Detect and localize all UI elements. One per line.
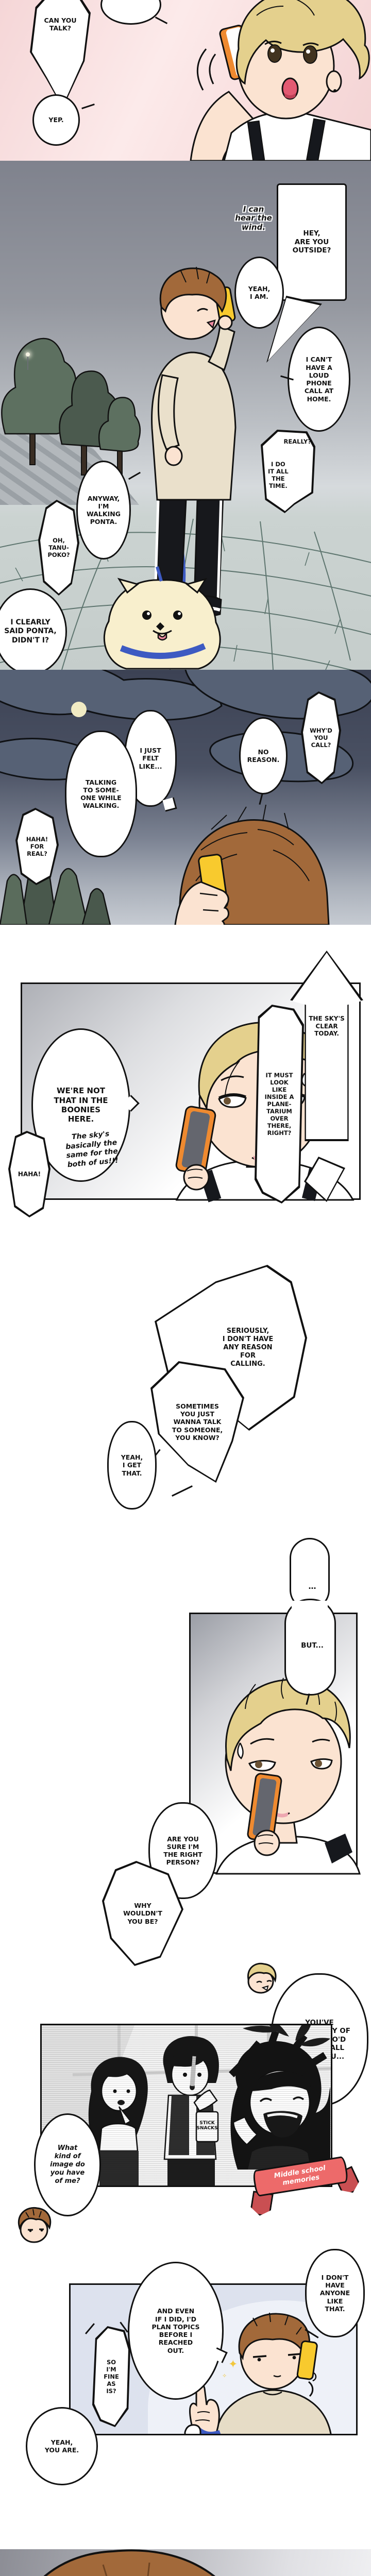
raised-hand — [189, 2383, 220, 2434]
bubble-sky-clear-arrow: THE SKY'S CLEAR TODAY. — [290, 951, 363, 1141]
bubble-no-reason: NO REASON. — [239, 717, 288, 794]
sweat-drop-icon — [237, 1742, 244, 1759]
bubble-no-anyone: I DON'T HAVE ANYONE LIKE THAT. — [305, 2249, 365, 2337]
streetlight-icon — [26, 352, 30, 357]
bubble-whyd-call: WHY'D YOU CALL? — [301, 691, 341, 784]
blonde-wry — [215, 1677, 361, 1875]
bubble-yeah-you-are: YEAH, YOU ARE. — [26, 2407, 98, 2485]
eyes-wry — [248, 1738, 333, 1772]
bubble-but: … BUT... — [284, 1538, 336, 1705]
dog-ponta — [103, 566, 221, 670]
bubble-planetarium: IT MUST LOOK LIKE INSIDE A PLANE- TARIUM… — [255, 1005, 304, 1204]
bubble-clearly-ponta: I CLEARLY SAID PONTA, DIDN'T I? — [0, 588, 67, 670]
bubble-sometimes: SOMETIMES YOU JUST WANNA TALK TO SOMEONE… — [150, 1361, 244, 1483]
eyes — [264, 41, 319, 64]
bubble-haha-for-real: HAHA! FOR REAL? — [15, 808, 59, 885]
panel-1: CAN YOU TALK? YEP. — [0, 0, 371, 161]
dog-paw — [184, 2424, 201, 2434]
plant — [243, 2025, 330, 2047]
guy-with-dog — [184, 2312, 332, 2434]
bubble-anyway: ANYWAY, I'M WALKING PONTA. — [76, 461, 131, 560]
bubble-hey-outside: HEY, ARE YOU OUTSIDE? — [277, 183, 347, 301]
bubble-why-wouldnt: WHY WOULDN'T YOU BE? — [102, 1861, 183, 1966]
flashback-girl — [88, 2057, 148, 2185]
chibi-brown — [18, 2207, 52, 2243]
bubble-planetarium-tail — [304, 1157, 345, 1202]
bubble-yep: YEP. — [32, 94, 80, 146]
phone-orange — [175, 1106, 216, 1175]
sparkle-icon: ✦ — [228, 2358, 238, 2371]
panel-8-top — [0, 2549, 371, 2576]
back-of-head — [174, 804, 330, 925]
sfx-wind: I can hear the wind. — [235, 205, 272, 232]
bubble-what-image: What kind of image do you have of me? — [34, 2113, 101, 2216]
bubble-haha: HAHA! — [8, 1131, 50, 1217]
bubble-fine-as-is: SO I'M FINE AS IS? — [83, 2321, 130, 2430]
bubble-plan-topics: AND EVEN IF I DID, I'D PLAN TOPICS BEFOR… — [128, 2262, 224, 2400]
bubble-talking-walking: TALKING TO SOME- ONE WHILE WALKING. — [65, 731, 137, 857]
text-sky-same: The sky's basically the same for the bot… — [65, 1129, 119, 1169]
panel-3: WHY'D YOU CALL? NO REASON. I JUST FELT L… — [0, 670, 371, 925]
bubble-cant-loud: I CAN'T HAVE A LOUD PHONE CALL AT HOME. — [288, 327, 350, 432]
chibi-blonde — [247, 1962, 277, 1994]
panel-2: I can hear the wind. HEY, ARE YOU OUTSID… — [0, 161, 371, 670]
bubble-really: REALLY? I DO IT ALL THE TIME. — [261, 430, 315, 513]
blonde-character — [190, 0, 371, 161]
panel-8: I DON'T LOOK AT YOU THAT WAY. — [0, 2549, 371, 2576]
bubble-yeah-get: YEAH, I GET THAT. — [107, 1421, 157, 1510]
sparkle-small-icon: ✧ — [222, 2372, 227, 2379]
bubble-yeah-i-am: YEAH, I AM. — [234, 257, 284, 329]
bubble-can-you-talk: CAN YOU TALK? — [30, 0, 91, 108]
bubble-boonies: WE'RE NOT THAT IN THE BOONIES HERE. — [31, 1028, 130, 1182]
bubble-oh-tanupoko: OH, TANU- POKO? — [38, 500, 79, 596]
phone-orange — [247, 1773, 282, 1842]
trees — [1, 337, 141, 476]
panel-5 — [189, 1613, 361, 1875]
brown-guy-smiling — [9, 2549, 249, 2576]
phone-yellow — [296, 2340, 318, 2382]
moon-icon — [71, 702, 87, 717]
